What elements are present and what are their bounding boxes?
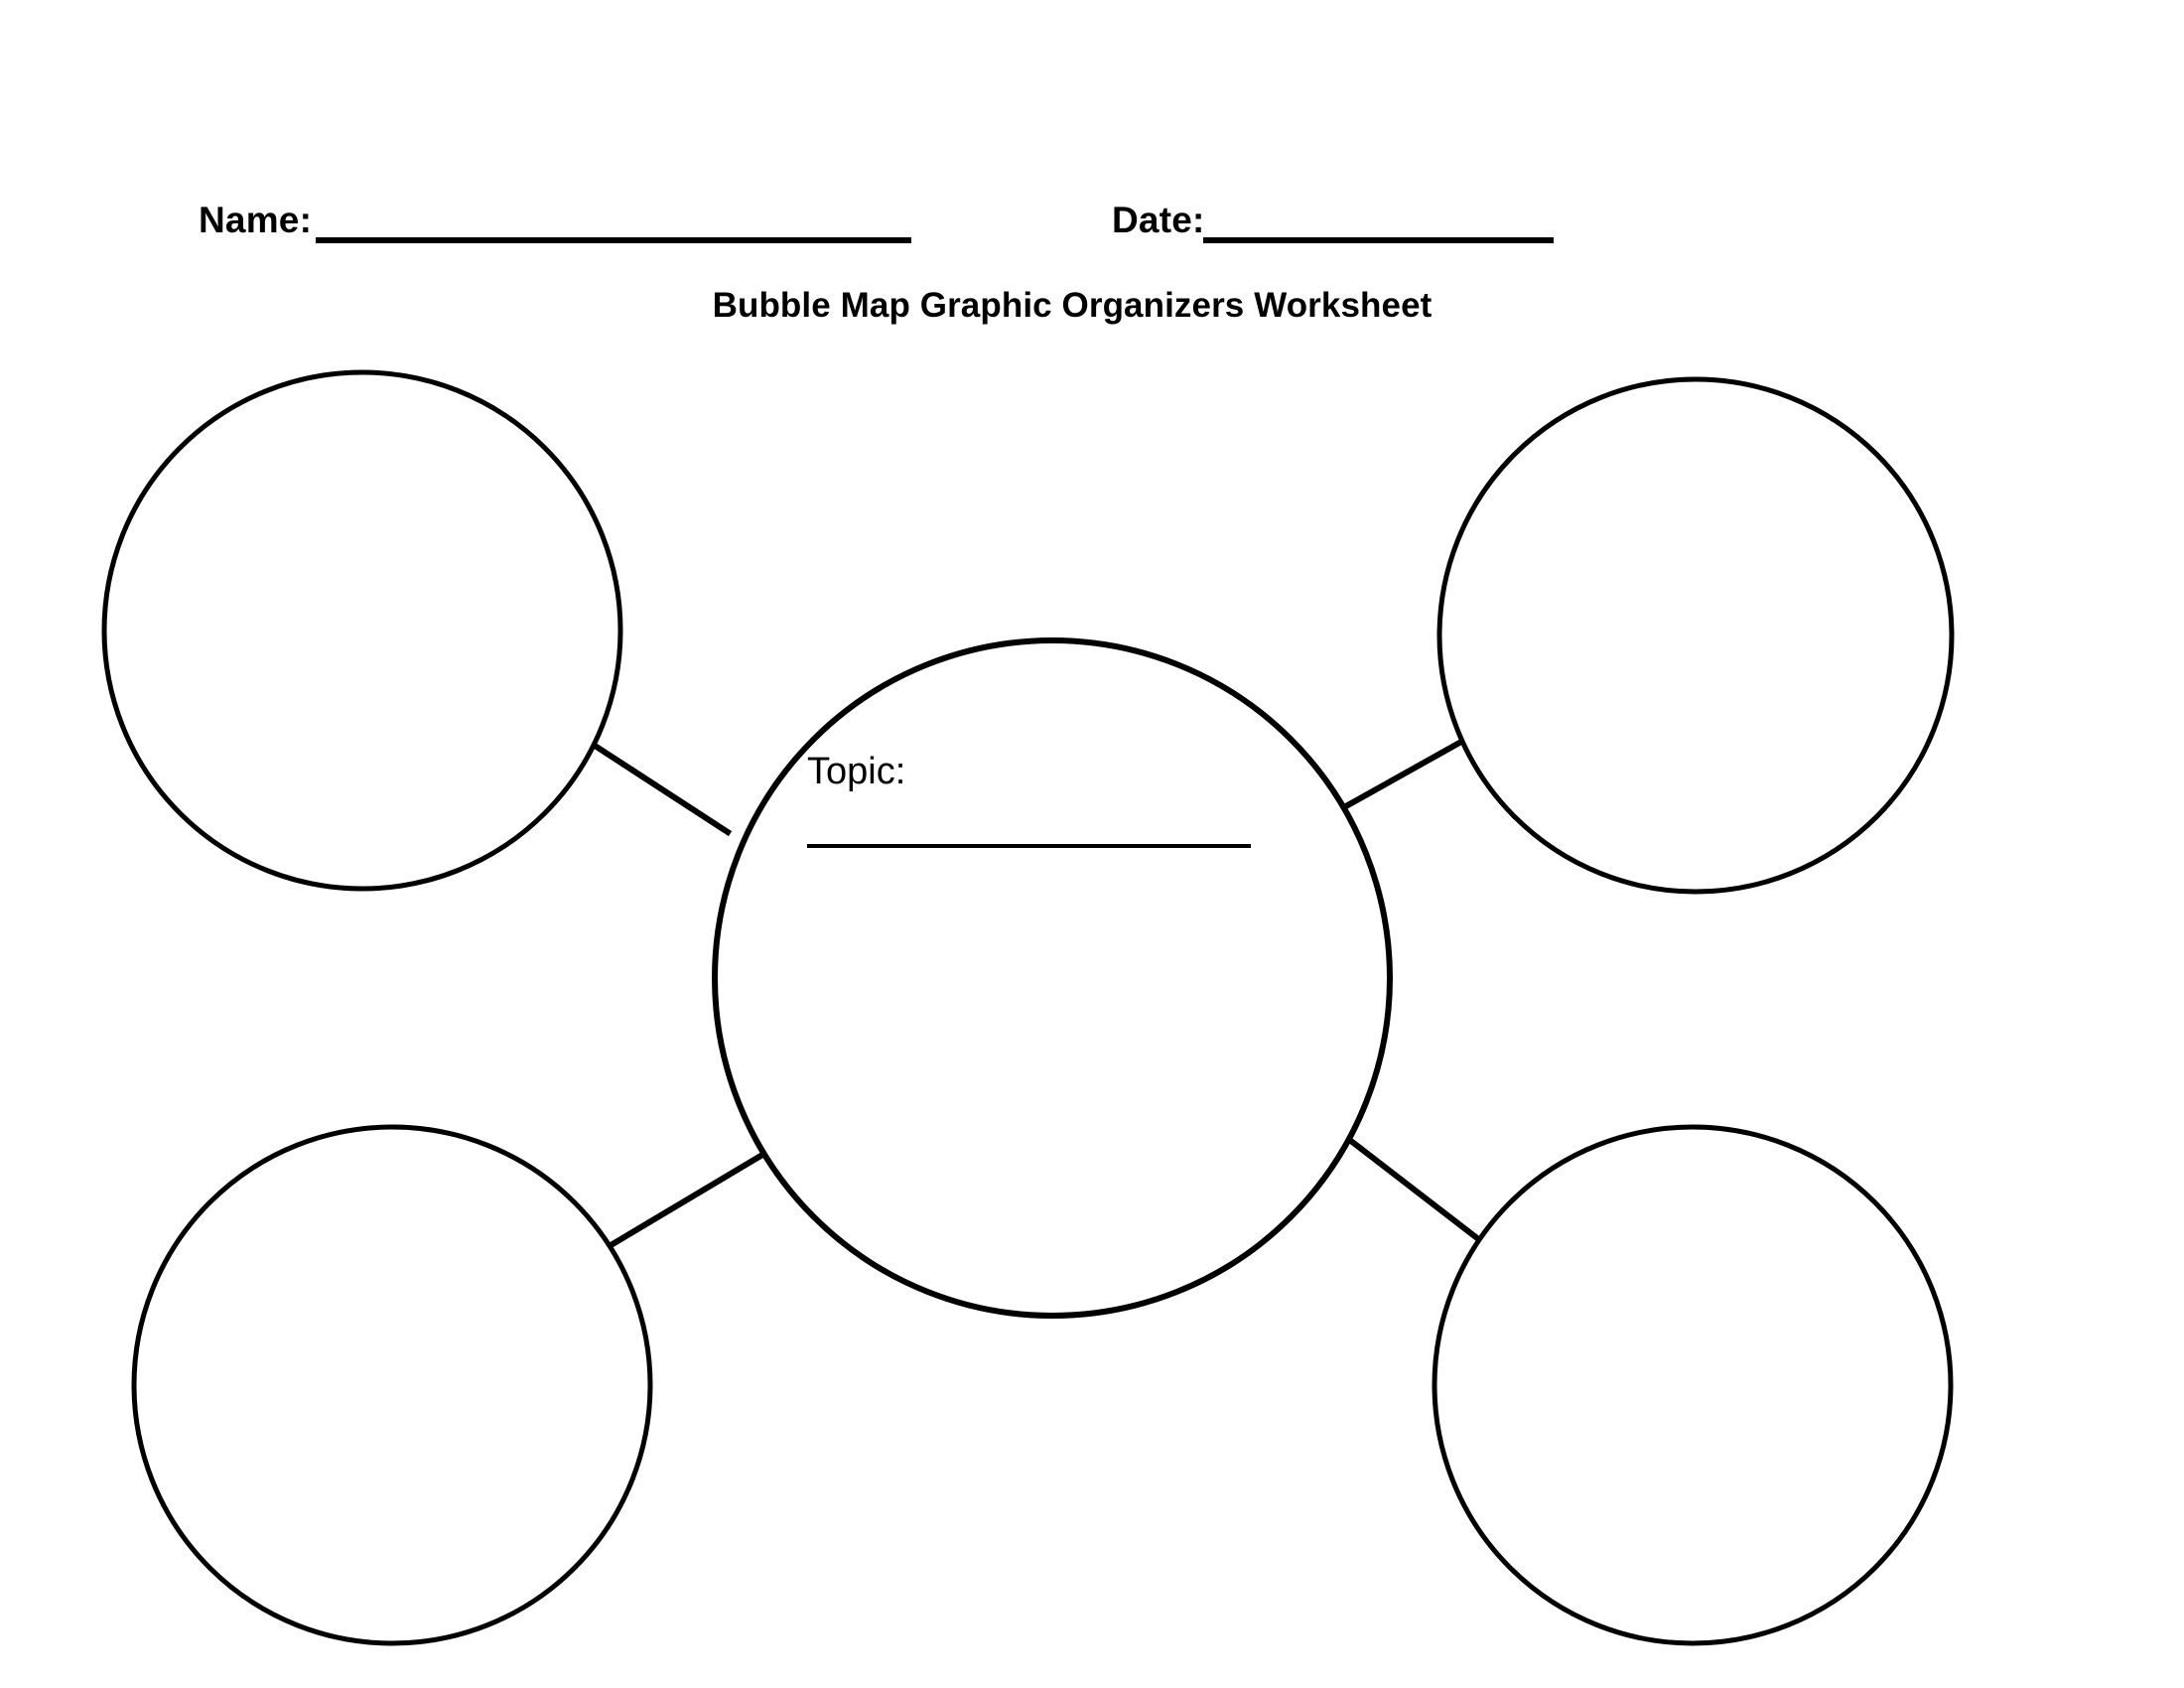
bubble-bottom-right[interactable]: [1432, 1124, 1954, 1646]
connector-top-right: [1330, 732, 1475, 817]
name-label: Name:: [199, 200, 313, 240]
bubble-top-right[interactable]: [1436, 376, 1955, 895]
bubble-bottom-left[interactable]: [131, 1124, 653, 1646]
connector-bottom-right: [1325, 1120, 1486, 1246]
topic-label: Topic:: [807, 751, 906, 792]
page-title: Bubble Map Graphic Organizers Worksheet: [0, 288, 2184, 323]
bubble-top-left[interactable]: [101, 369, 623, 892]
topic-block: Topic:: [807, 753, 1264, 848]
bubble-center-topic[interactable]: [712, 637, 1393, 1319]
topic-input-line[interactable]: [807, 844, 1251, 848]
connector-top-left: [581, 735, 733, 837]
date-input-line[interactable]: [1203, 237, 1554, 243]
page-title-text: Bubble Map Graphic Organizers Worksheet: [712, 286, 1433, 325]
name-input-line[interactable]: [316, 237, 911, 243]
date-label: Date:: [1112, 200, 1205, 240]
connector-bottom-left: [608, 1150, 767, 1249]
